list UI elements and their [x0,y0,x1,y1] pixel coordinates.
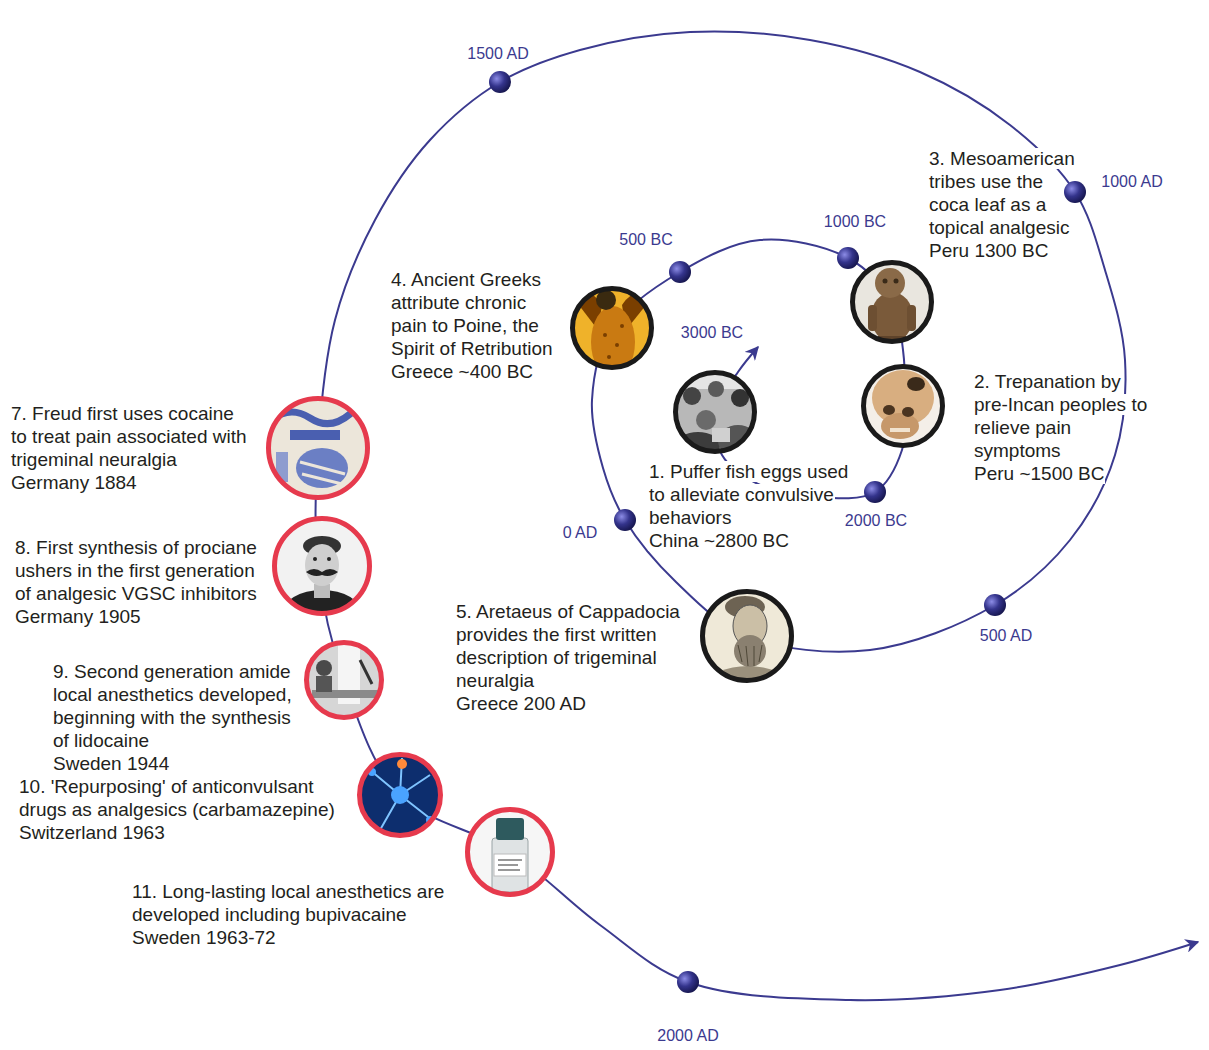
event-place-date: Greece ~400 BC [390,361,534,382]
event-place-date: Greece 200 AD [455,693,587,714]
year-dot [984,594,1006,616]
year-dot [837,247,859,269]
event-text-line: 2. Trepanation by pre-Incan peoples to r… [973,370,1153,462]
event-text-line: Greece ~400 BC [390,360,558,383]
event-label: 1. Puffer fish eggs used to alleviate co… [648,460,858,552]
year-dot [669,261,691,283]
event-circle: 1. Puffer fish eggs used to alleviate co… [673,370,757,454]
year-label: 500 BC [619,231,672,249]
event-label: 4. Ancient Greeks attribute chronic pain… [390,268,558,383]
year-label: 1000 BC [824,213,886,231]
event-text-line: Peru 1300 BC [928,239,1080,262]
event-circle: 8. First synthesis of prociane ushers in… [272,516,372,616]
event-text-line: 9. Second generation amide local anesthe… [52,660,298,752]
year-dots [489,71,1086,993]
event-circle: 3. Mesoamerican tribes use the coca leaf… [850,260,934,344]
event-text-line: 4. Ancient Greeks attribute chronic pain… [390,268,558,360]
event-place-date: Peru 1300 BC [928,240,1049,261]
year-label: 2000 AD [657,1027,718,1045]
year-label: 3000 BC [681,324,743,342]
figurine-illustration [850,260,936,346]
event-text-line: Peru ~1500 BC [973,462,1153,485]
event-description: 11. Long-lasting local anesthetics are d… [131,881,445,925]
year-dot [489,71,511,93]
event-label: 8. First synthesis of prociane ushers in… [14,536,264,628]
event-text-line: Sweden 1963-72 [131,926,456,949]
event-text-line: Sweden 1944 [52,752,298,775]
event-label: 3. Mesoamerican tribes use the coca leaf… [928,147,1080,262]
event-circle: 5. Aretaeus of Cappadocia provides the f… [700,589,794,683]
event-description: 3. Mesoamerican tribes use the coca leaf… [928,148,1076,238]
year-label: 2000 BC [845,512,907,530]
spiral-timeline [315,31,1198,1000]
event-description: 9. Second generation amide local anesthe… [52,661,293,751]
event-text-line: Germany 1905 [14,605,264,628]
event-description: 10. 'Repurposing' of anticonvulsant drug… [18,776,336,820]
event-text-line: 7. Freud first uses cocaine to treat pai… [10,402,249,471]
event-place-date: Sweden 1944 [52,753,170,774]
event-label: 10. 'Repurposing' of anticonvulsant drug… [18,775,353,844]
poster-illustration [266,396,372,500]
event-text-line: 3. Mesoamerican tribes use the coca leaf… [928,147,1080,239]
event-text-line: Greece 200 AD [455,692,690,715]
event-place-date: Peru ~1500 BC [973,463,1105,484]
event-description: 2. Trepanation by pre-Incan peoples to r… [973,371,1148,461]
year-dot [677,971,699,993]
event-label: 11. Long-lasting local anesthetics are d… [131,880,456,949]
year-dot [1064,181,1086,203]
portrait-illustration [272,516,372,638]
year-label: 500 AD [980,627,1032,645]
event-circle: 11. Long-lasting local anesthetics are d… [465,807,555,897]
event-text-line: China ~2800 BC [648,529,858,552]
photo-illustration [670,367,760,460]
event-description: 7. Freud first uses cocaine to treat pai… [10,403,248,470]
year-dot [614,509,636,531]
event-text-line: 10. 'Repurposing' of anticonvulsant drug… [18,775,353,821]
vial-illustration [466,808,554,896]
event-description: 4. Ancient Greeks attribute chronic pain… [390,269,554,359]
bust-illustration [700,589,794,706]
event-circle: 4. Ancient Greeks attribute chronic pain… [570,286,654,370]
event-circle: 10. 'Repurposing' of anticonvulsant drug… [357,752,443,838]
event-text-line: 11. Long-lasting local anesthetics are d… [131,880,456,926]
event-text-line: 5. Aretaeus of Cappadocia provides the f… [455,600,690,692]
event-text-line: 1. Puffer fish eggs used to alleviate co… [648,460,858,529]
event-label: 2. Trepanation by pre-Incan peoples to r… [973,370,1153,485]
year-label: 1000 AD [1101,173,1162,191]
event-text-line: Germany 1884 [10,471,249,494]
event-circle: 2. Trepanation by pre-Incan peoples to r… [861,364,945,448]
event-description: 1. Puffer fish eggs used to alleviate co… [648,461,849,528]
year-dot [864,481,886,503]
laboratory-illustration [304,640,384,720]
event-place-date: Germany 1905 [14,606,142,627]
year-label: 0 AD [563,524,598,542]
event-place-date: Germany 1884 [10,472,138,493]
skull-illustration [860,363,946,449]
event-place-date: China ~2800 BC [648,530,790,551]
event-description: 8. First synthesis of prociane ushers in… [14,537,258,604]
event-label: 9. Second generation amide local anesthe… [52,660,298,775]
neuron-illustration [358,753,442,837]
event-circle: 9. Second generation amide local anesthe… [304,640,384,720]
event-description: 5. Aretaeus of Cappadocia provides the f… [455,601,681,691]
event-text-line: Switzerland 1963 [18,821,353,844]
year-label: 1500 AD [467,45,528,63]
event-place-date: Switzerland 1963 [18,822,166,843]
event-text-line: 8. First synthesis of prociane ushers in… [14,536,264,605]
event-place-date: Sweden 1963-72 [131,927,277,948]
event-label: 7. Freud first uses cocaine to treat pai… [10,402,249,494]
event-circle: 7. Freud first uses cocaine to treat pai… [266,396,370,500]
greek-figure-illustration [570,286,656,378]
event-label: 5. Aretaeus of Cappadocia provides the f… [455,600,690,715]
